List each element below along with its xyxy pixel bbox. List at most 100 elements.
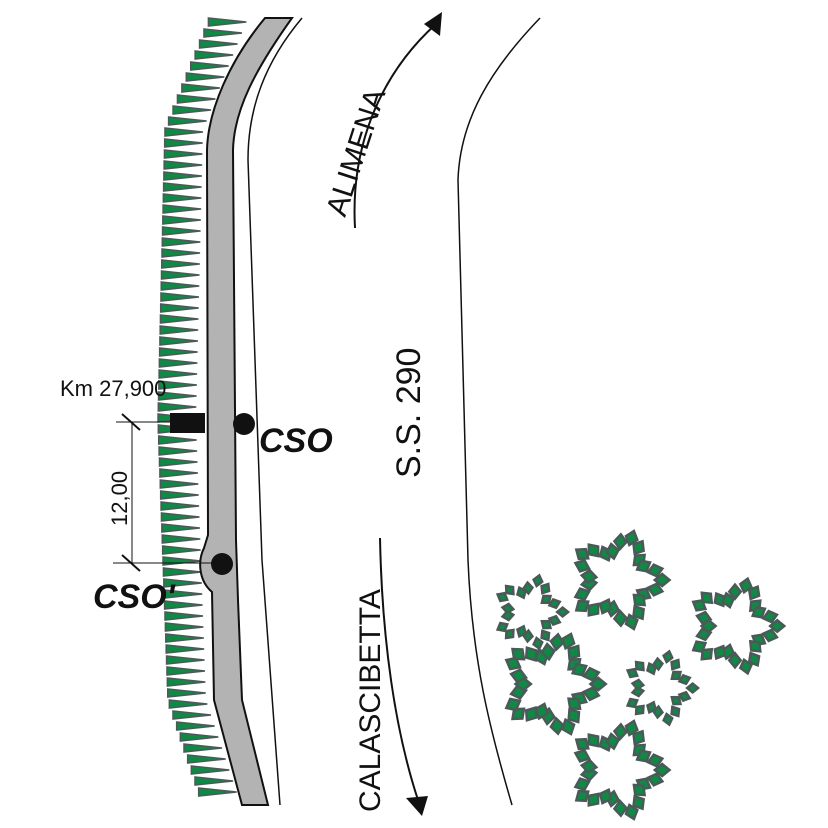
leaf <box>560 717 576 736</box>
embankment-tooth <box>157 402 197 412</box>
embankment-tooth <box>162 193 202 203</box>
leaf <box>662 712 674 727</box>
tree-icon <box>495 573 571 651</box>
leaf <box>768 618 787 634</box>
leaf <box>532 573 544 588</box>
embankment-tooth <box>159 468 198 478</box>
embankment-tooth <box>166 677 206 687</box>
leaf <box>573 587 591 602</box>
leaf <box>567 644 581 661</box>
leaf <box>588 676 608 692</box>
marker-post <box>170 413 205 433</box>
leaf <box>612 722 628 741</box>
embankment-tooth <box>175 721 215 731</box>
embankment-tooth <box>181 83 220 93</box>
leaf <box>549 632 565 652</box>
leaf <box>549 716 565 736</box>
leaf <box>540 582 551 595</box>
embankment-tooth <box>163 149 203 159</box>
leaf <box>685 681 701 695</box>
leaf <box>677 690 692 703</box>
tree-icon <box>504 632 608 736</box>
leaf <box>605 542 620 561</box>
leaf <box>738 657 753 676</box>
embankment-tooth <box>186 754 226 764</box>
leaf <box>662 649 674 664</box>
leaf <box>750 605 767 619</box>
leaf <box>624 719 639 737</box>
leaf <box>747 651 761 667</box>
embankment-tooth <box>159 303 199 313</box>
embankment-tooth <box>157 391 197 401</box>
leaf <box>581 686 601 702</box>
embankment-tooth <box>166 666 206 676</box>
leaf <box>635 749 652 763</box>
leaf <box>645 700 658 715</box>
leaf <box>624 803 639 821</box>
leaf <box>509 668 529 684</box>
embankment-tooth <box>172 710 212 720</box>
leaf <box>598 787 613 805</box>
leaf <box>532 636 544 651</box>
embankment-tooth <box>159 479 199 489</box>
embankment-tooth <box>159 490 199 500</box>
leaf <box>624 613 639 631</box>
leaf <box>540 629 551 642</box>
tree-icon <box>625 649 701 727</box>
embankment-tooth <box>158 380 197 390</box>
embankment-tooth <box>163 589 203 599</box>
embankment-tooth <box>185 72 225 82</box>
leaf <box>522 580 535 596</box>
embankment-tooth <box>163 138 203 148</box>
leaf <box>632 604 646 621</box>
embankment-tooth <box>158 369 198 379</box>
leaf <box>646 582 665 597</box>
leaf <box>573 748 591 763</box>
leaf <box>495 591 509 603</box>
embankment-tooth <box>160 501 200 511</box>
embankment-tooth <box>183 743 223 753</box>
leaf <box>540 619 553 630</box>
leaf <box>632 593 647 607</box>
leaf <box>652 656 665 672</box>
leaf <box>624 529 639 547</box>
leaf <box>761 609 779 624</box>
embankment-tooth <box>165 633 204 643</box>
leaf <box>646 772 665 787</box>
leaf <box>625 667 639 679</box>
point-cso <box>233 413 255 435</box>
leaf <box>625 697 639 709</box>
leaf <box>500 602 516 615</box>
leaf <box>695 610 713 625</box>
embankment-tooth <box>159 314 199 324</box>
leaf <box>574 547 590 561</box>
sidewalk-strip <box>199 17 294 806</box>
embankment-tooth <box>203 28 243 38</box>
embankment-tooth <box>167 688 206 698</box>
embankment-tooth <box>159 325 199 335</box>
embankment-tooth <box>194 50 234 60</box>
leaf <box>515 624 528 639</box>
embankment-tooth <box>159 336 198 346</box>
embankment-tooth <box>160 270 200 280</box>
leaf <box>670 695 683 706</box>
leaf <box>645 661 658 676</box>
label-kilometer: Km 27,900 <box>60 376 166 401</box>
leaf <box>670 658 681 671</box>
leaf <box>646 563 665 578</box>
leaf <box>691 640 708 653</box>
leaf <box>547 614 562 627</box>
leaf <box>579 758 599 774</box>
leaf <box>670 670 683 681</box>
embankment-tooth <box>163 578 202 588</box>
embankment-tooth <box>167 116 207 126</box>
embankment-tooth <box>158 347 198 357</box>
embankment-tooth <box>161 259 200 269</box>
leaf <box>504 697 522 712</box>
leaf <box>587 543 600 558</box>
leaf <box>540 594 553 605</box>
label-alimena: ALIMENA <box>320 85 392 220</box>
leaf <box>598 597 613 615</box>
